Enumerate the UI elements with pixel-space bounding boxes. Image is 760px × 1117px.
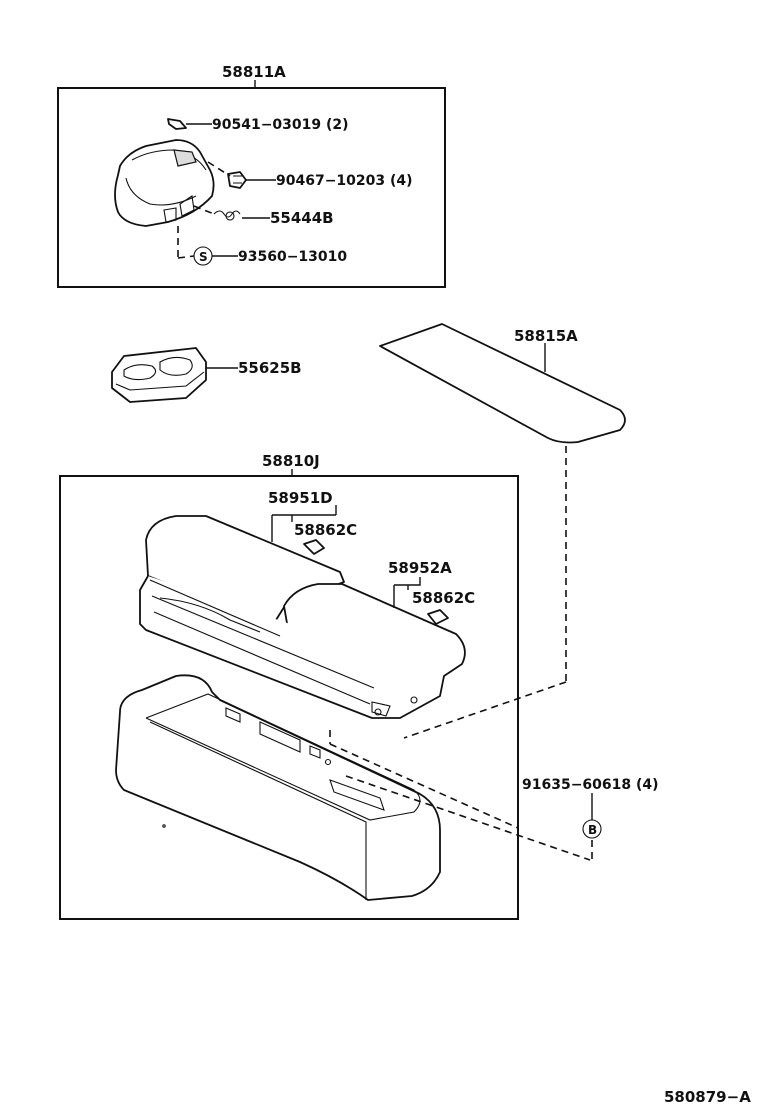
label-55444B: 55444B — [270, 209, 334, 227]
assembly-box-58811A — [57, 87, 446, 288]
label-58862C-a: 58862C — [294, 521, 357, 539]
dash-58815A-diag — [403, 681, 567, 739]
clip-58862C-a-drawing — [303, 539, 325, 555]
clip-58862C-b-drawing — [427, 609, 449, 625]
symbol-b-circle — [582, 819, 602, 839]
label-58952A: 58952A — [388, 559, 452, 577]
label-55625B: 55625B — [238, 359, 302, 377]
label-58811A: 58811A — [222, 63, 286, 81]
leader-58952A — [393, 577, 421, 608]
label-91635: 91635−60618 (4) — [522, 777, 659, 793]
label-90467: 90467−10203 (4) — [276, 173, 413, 189]
figure-number: 580879−A — [664, 1088, 751, 1106]
dash-90467 — [207, 161, 231, 177]
label-58862C-b: 58862C — [412, 589, 475, 607]
dash-93560-h — [177, 255, 195, 259]
label-58951D: 58951D — [268, 489, 333, 507]
dash-55444 — [193, 205, 215, 215]
console-box-drawing — [115, 674, 441, 901]
label-93560: 93560−13010 — [238, 249, 347, 265]
assembly-box-58810J — [59, 475, 519, 920]
mat-58815A-drawing — [379, 323, 626, 444]
leader-58951D — [271, 505, 337, 542]
clip-90467-drawing — [227, 171, 247, 189]
cup-holder-55625B-drawing — [111, 347, 207, 403]
dash-91635-b — [329, 743, 519, 829]
label-58810J: 58810J — [262, 452, 320, 470]
spring-55444B-drawing — [213, 210, 241, 221]
symbol-b: B — [588, 823, 597, 837]
symbol-s: S — [199, 250, 208, 264]
lid-drawing — [139, 515, 466, 719]
label-58815A: 58815A — [514, 327, 578, 345]
label-90541: 90541−03019 (2) — [212, 117, 349, 133]
screw-90541-drawing — [167, 118, 187, 130]
ashtray-part-drawing — [114, 139, 215, 227]
